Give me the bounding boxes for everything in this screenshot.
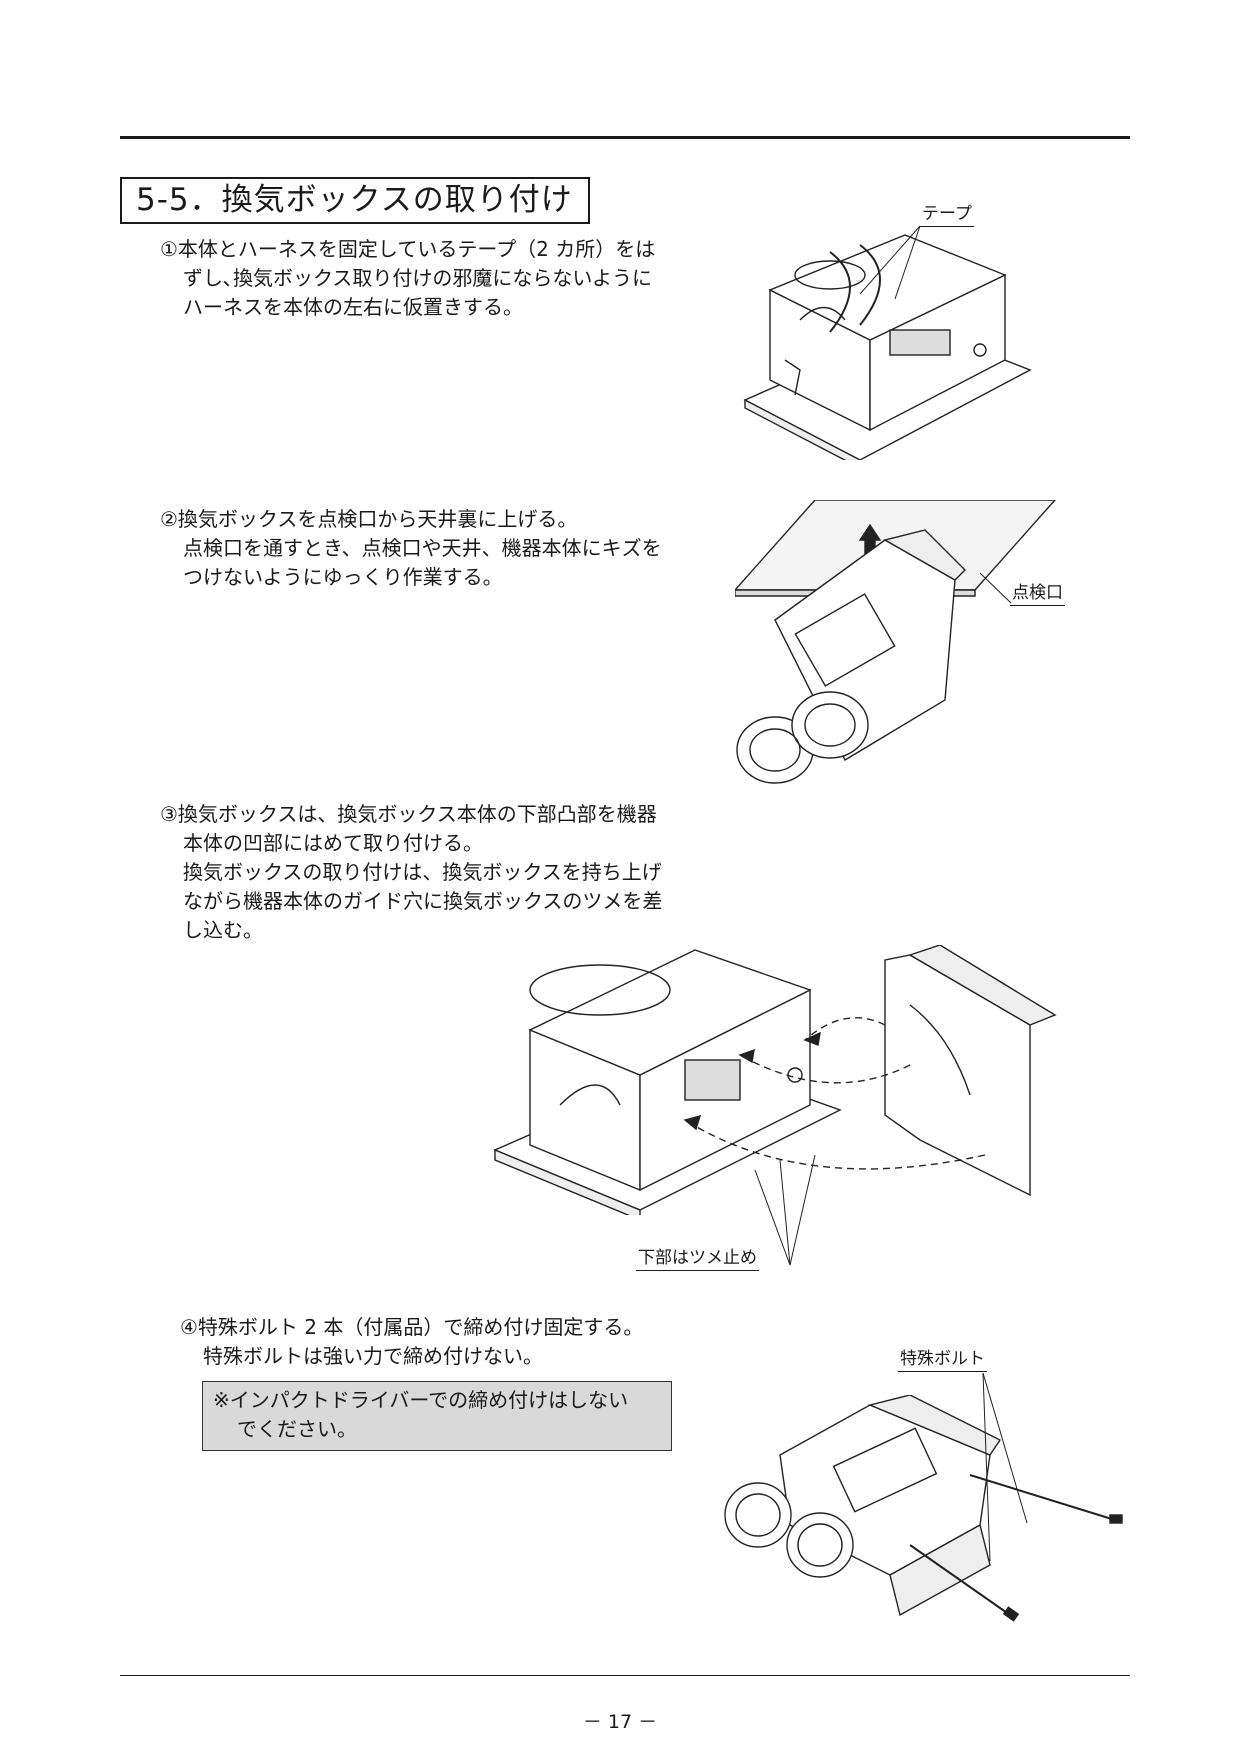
step-3-line-5: し込む。 (183, 918, 263, 942)
step-4-line-1: ④特殊ボルト 2 本（付属品）で締め付け固定する。 (180, 1315, 644, 1339)
note-line-1: ※インパクトドライバーでの締め付けはしない (213, 1388, 629, 1412)
note-box: ※インパクトドライバーでの締め付けはしない でください。 (202, 1381, 672, 1451)
figure-special-bolt (720, 1395, 1130, 1645)
callout-claw-leaders (754, 1154, 816, 1266)
callout-bolt-leaders (982, 1372, 1028, 1562)
figure-attach-box (490, 945, 1060, 1215)
step-2: ②換気ボックスを点検口から天井裏に上げる。 点検口を通すとき、点検口や天井、機器… (160, 505, 662, 592)
step-3-line-2: 本体の凹部にはめて取り付ける。 (183, 831, 483, 855)
step-2-line-3: つけないようにゆっくり作業する。 (183, 565, 503, 589)
step-2-line-2: 点検口を通すとき、点検口や天井、機器本体にキズを (183, 536, 662, 560)
figure-unit-tape (740, 230, 1040, 460)
section-heading: 5-5．換気ボックスの取り付け (120, 177, 590, 224)
callout-bolt: 特殊ボルト (898, 1348, 987, 1372)
step-3-line-1: ③換気ボックスは、換気ボックス本体の下部凸部を機器 (160, 802, 657, 826)
bottom-rule (120, 1675, 1130, 1676)
step-1-line-1: ①本体とハーネスを固定しているテープ（2 カ所）をは (160, 237, 656, 261)
page-number: － 17 － (582, 1711, 658, 1733)
step-3: ③換気ボックスは、換気ボックス本体の下部凸部を機器 本体の凹部にはめて取り付ける… (160, 800, 662, 945)
step-3-line-3: 換気ボックスの取り付けは、換気ボックスを持ち上げ (183, 860, 662, 884)
callout-tape: テープ (920, 203, 974, 227)
step-2-line-1: ②換気ボックスを点検口から天井裏に上げる。 (160, 507, 578, 531)
figure-lift-box (735, 500, 1065, 790)
callout-tape-leaders (859, 225, 921, 300)
step-4-line-2: 特殊ボルトは強い力で締め付けない。 (203, 1344, 543, 1368)
step-1-line-3: ハーネスを本体の左右に仮置きする。 (183, 295, 523, 319)
callout-inspection-leader (979, 572, 1012, 604)
callout-claw: 下部はツメ止め (636, 1247, 759, 1271)
note-line-2: でください。 (237, 1417, 357, 1441)
step-1-line-2: ずし､換気ボックス取り付けの邪魔にならないように (183, 266, 652, 290)
top-rule (120, 136, 1130, 139)
step-1: ①本体とハーネスを固定しているテープ（2 カ所）をは ずし､換気ボックス取り付け… (160, 235, 655, 322)
step-4: ④特殊ボルト 2 本（付属品）で締め付け固定する。 特殊ボルトは強い力で締め付け… (180, 1313, 643, 1371)
step-3-line-4: ながら機器本体のガイド穴に換気ボックスのツメを差 (183, 889, 663, 913)
callout-inspection: 点検口 (1010, 582, 1065, 606)
